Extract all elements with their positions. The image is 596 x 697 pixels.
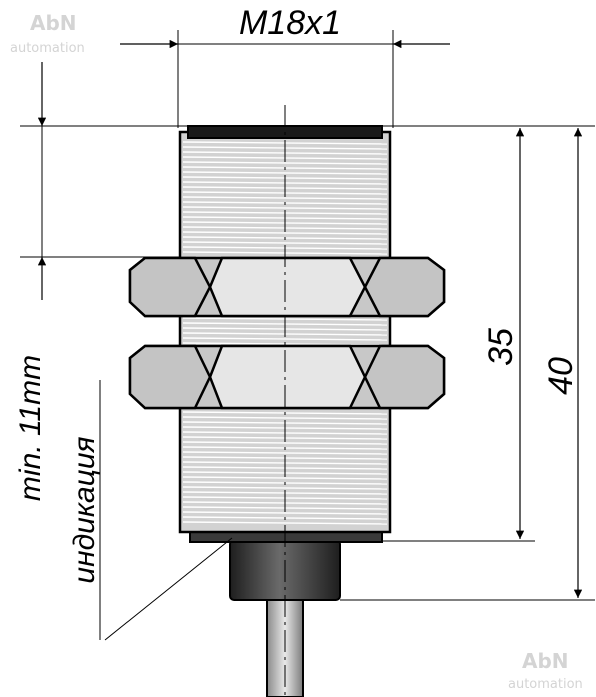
cable-gland xyxy=(189,527,383,601)
dimension-length-40: 40 xyxy=(542,128,583,598)
length-inner-label: 35 xyxy=(482,328,520,366)
watermark-name: AbN xyxy=(522,649,569,673)
indicator-label: индикация xyxy=(68,436,101,583)
watermark-logo-top: AbN automation xyxy=(10,11,85,56)
watermark-sub: automation xyxy=(508,677,583,692)
length-total-label: 40 xyxy=(542,357,580,395)
sensing-label: min. 11mm xyxy=(14,355,47,501)
watermark-logo-bottom: AbN automation xyxy=(508,649,583,692)
thread-label: M18x1 xyxy=(239,4,341,42)
watermark-sub: automation xyxy=(10,41,85,56)
watermark-name: AbN xyxy=(30,11,77,35)
lower-nut xyxy=(128,344,446,410)
dimension-thread: M18x1 xyxy=(120,4,450,49)
upper-nut xyxy=(128,256,446,318)
extension-lines xyxy=(20,30,595,641)
dimension-length-35: 35 xyxy=(482,128,525,539)
dimension-sensing-distance: min. 11mm индикация xyxy=(14,62,101,584)
